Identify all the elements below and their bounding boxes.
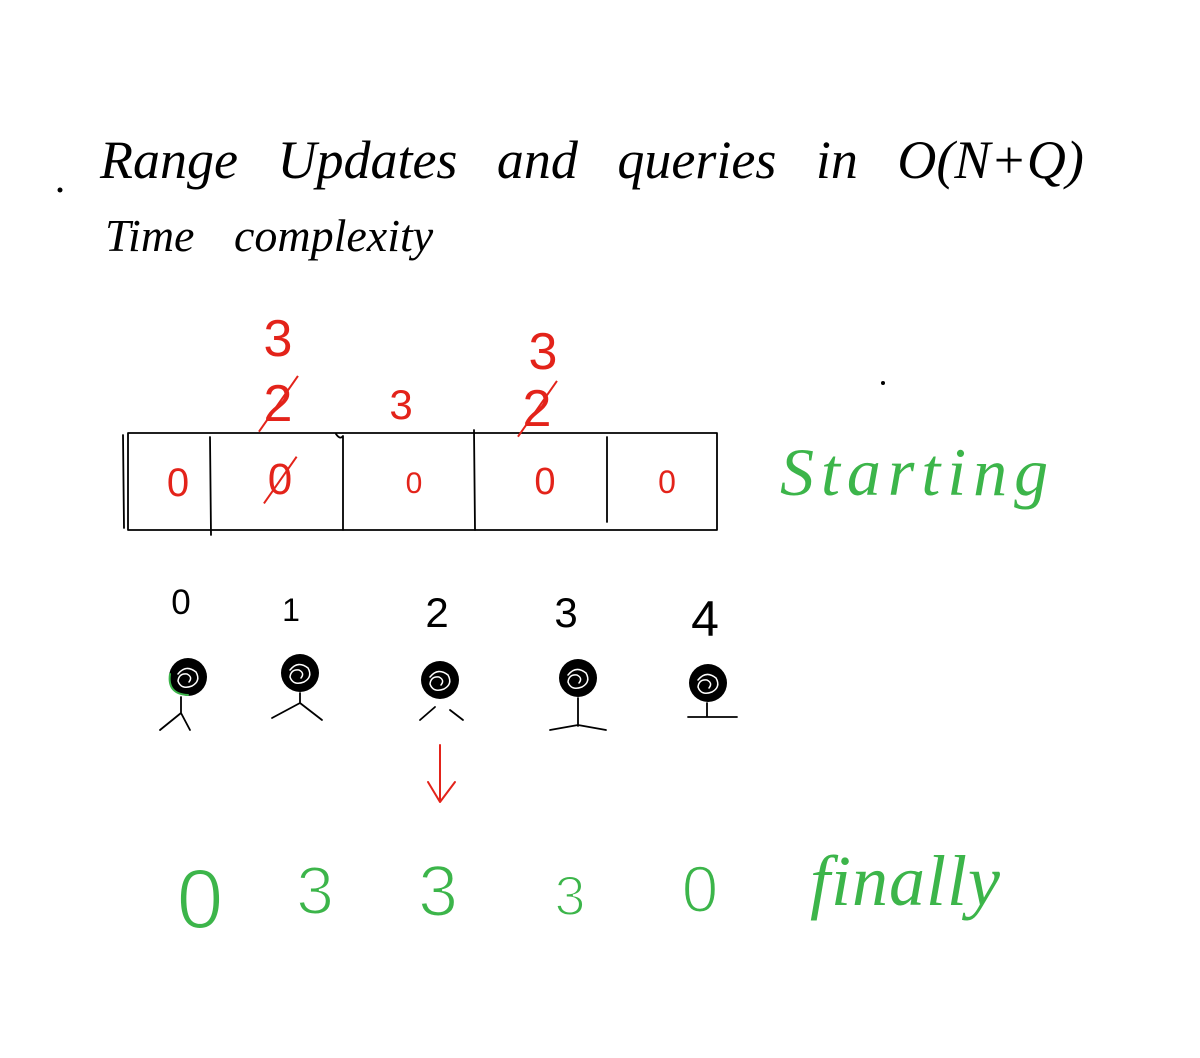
page-title: Range Updates and queries in O(N+Q) bbox=[100, 130, 1084, 190]
head-scribble bbox=[177, 667, 199, 688]
starting-label: Starting bbox=[780, 434, 1056, 510]
index-label: 1 bbox=[282, 592, 300, 628]
person-head bbox=[421, 661, 459, 699]
person-head bbox=[281, 654, 319, 692]
cell-value: 0 bbox=[658, 464, 676, 500]
final-value: 3 bbox=[295, 853, 335, 929]
stray-dot bbox=[57, 187, 63, 193]
person-body bbox=[687, 702, 738, 718]
stray-dot bbox=[881, 381, 885, 385]
final-value: 0 bbox=[681, 852, 720, 926]
finally-label: finally bbox=[810, 841, 1001, 921]
cell-divider bbox=[473, 429, 476, 531]
head-scribble bbox=[567, 668, 589, 689]
person-body bbox=[419, 706, 464, 721]
head-highlight bbox=[168, 673, 189, 696]
person-body bbox=[159, 696, 191, 731]
final-value: 3 bbox=[417, 852, 459, 932]
person-head bbox=[169, 658, 207, 696]
person-figure bbox=[687, 664, 738, 718]
person-figure bbox=[419, 661, 464, 721]
head-scribble bbox=[289, 663, 311, 684]
cell-divider bbox=[335, 433, 344, 531]
cell-divider bbox=[209, 436, 212, 536]
update-value: 3 bbox=[389, 381, 413, 428]
array-outline bbox=[127, 432, 718, 531]
index-label: 2 bbox=[425, 589, 449, 636]
array-left-double-line bbox=[122, 434, 125, 529]
person-body bbox=[549, 697, 607, 731]
final-value: 3 bbox=[553, 864, 586, 927]
cell-value: 0 bbox=[166, 461, 190, 505]
cell-value: 0 bbox=[267, 455, 293, 504]
person-body bbox=[271, 692, 323, 721]
index-label: 0 bbox=[171, 583, 191, 622]
index-label: 3 bbox=[554, 589, 578, 636]
person-figure bbox=[549, 659, 607, 731]
person-head bbox=[559, 659, 597, 697]
down-arrow bbox=[427, 744, 456, 803]
index-label: 4 bbox=[691, 591, 719, 647]
update-value: 3 bbox=[263, 310, 293, 368]
cell-value: 0 bbox=[534, 461, 556, 503]
array-box bbox=[122, 429, 718, 536]
person-figure bbox=[159, 658, 207, 731]
update-value: 3 bbox=[528, 323, 558, 381]
person-head bbox=[689, 664, 727, 702]
arrow-head bbox=[427, 781, 456, 803]
person-figure bbox=[271, 654, 323, 721]
replaced-value: 2 bbox=[522, 380, 552, 438]
head-scribble bbox=[429, 670, 451, 691]
replaced-value: 2 bbox=[263, 375, 293, 433]
final-value: 0 bbox=[176, 852, 225, 946]
head-scribble bbox=[697, 673, 719, 694]
page-subtitle: Time complexity bbox=[105, 210, 434, 261]
cell-value: 0 bbox=[405, 467, 423, 500]
